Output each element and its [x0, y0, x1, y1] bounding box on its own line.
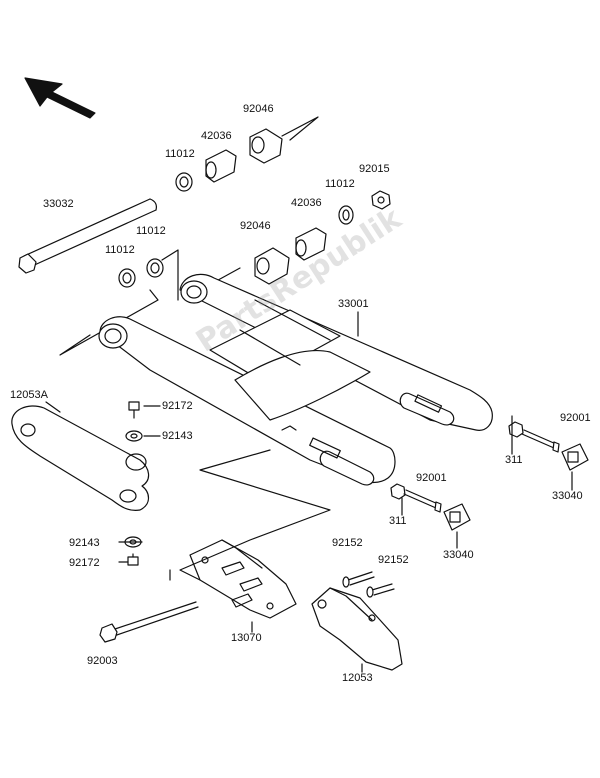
bolt-92152-a	[342, 571, 375, 588]
nut-311-right	[508, 421, 524, 438]
label-92015: 92015	[359, 163, 390, 175]
chain-guide-13070	[189, 539, 297, 619]
seal-11012-mid	[338, 205, 354, 225]
seal-11012-left-a	[118, 268, 136, 288]
label-33040-right: 33040	[552, 490, 583, 502]
bushing-92046-top	[249, 128, 283, 164]
label-33001: 33001	[338, 298, 369, 310]
bolt-92003	[99, 601, 199, 643]
leader-line	[179, 449, 331, 581]
washer-92143-top	[125, 430, 143, 442]
seal-11012-top	[175, 172, 193, 192]
chain-slider-12053A	[11, 405, 150, 511]
bolt-92001-right	[521, 429, 560, 453]
nut-92015	[371, 190, 391, 210]
seal-11012-left-b	[146, 258, 164, 278]
nut-311-mid	[390, 483, 406, 500]
label-92001-right: 92001	[560, 412, 591, 424]
leader-line	[161, 249, 179, 301]
label-11012-top: 11012	[165, 148, 195, 160]
label-92152-b: 92152	[378, 554, 409, 566]
label-92046-top: 92046	[243, 103, 274, 115]
label-92152-a: 92152	[332, 537, 363, 549]
label-11012-mid: 11012	[325, 178, 355, 190]
label-92172-bottom: 92172	[69, 557, 100, 569]
label-92003: 92003	[87, 655, 118, 667]
pivot-shaft-33032	[18, 198, 157, 274]
label-92143-top: 92143	[162, 430, 193, 442]
label-311-right: 311	[505, 454, 523, 466]
label-12053A: 12053A	[10, 389, 48, 401]
label-11012-left-b: 11012	[136, 225, 166, 237]
front-direction-arrow-icon	[24, 77, 96, 119]
bolt-92152-b	[366, 583, 395, 598]
label-42036-mid: 42036	[291, 197, 322, 209]
label-311-mid: 311	[389, 515, 407, 527]
bolt-92172-bottom	[127, 553, 139, 566]
label-92046-mid: 92046	[240, 220, 271, 232]
bolt-92172-top	[128, 401, 140, 419]
label-92172-top: 92172	[162, 400, 193, 412]
label-92143-bottom: 92143	[69, 537, 100, 549]
leader-line	[45, 401, 61, 413]
label-33040-mid: 33040	[443, 549, 474, 561]
collar-42036-top	[205, 149, 237, 183]
label-92001-mid: 92001	[416, 472, 447, 484]
block-33040-mid	[443, 503, 471, 531]
label-42036-top: 42036	[201, 130, 232, 142]
bushing-92046-mid	[254, 247, 290, 285]
label-11012-left-a: 11012	[105, 244, 135, 256]
collar-42036-mid	[295, 227, 327, 261]
swingarm-33001	[98, 273, 493, 486]
label-13070: 13070	[231, 632, 262, 644]
label-12053: 12053	[342, 672, 373, 684]
block-33040-right	[561, 443, 589, 471]
chain-guide-12053	[311, 587, 403, 671]
bolt-92001-mid	[403, 489, 442, 513]
leader-line	[281, 116, 319, 141]
label-33032: 33032	[43, 198, 74, 210]
